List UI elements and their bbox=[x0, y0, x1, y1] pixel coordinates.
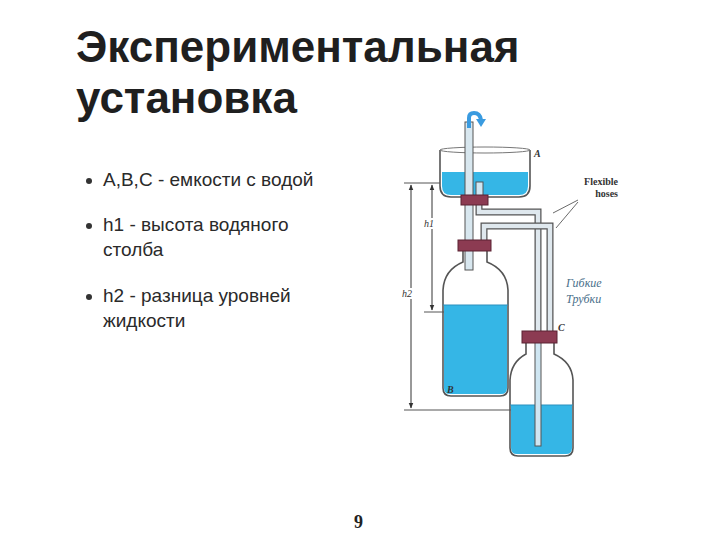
inner-tube bbox=[476, 182, 483, 196]
outflow-arrowhead bbox=[476, 119, 486, 127]
bottle-b bbox=[443, 250, 508, 396]
dimension-label: h1 bbox=[423, 218, 435, 229]
extension-line bbox=[424, 312, 444, 313]
page-number: 9 bbox=[354, 512, 363, 533]
bullet-text: h2 - разница уровней жидкости bbox=[103, 284, 335, 333]
part-label: B bbox=[447, 384, 467, 395]
stopper bbox=[458, 240, 491, 251]
bullet-text: h1 - высота водяного столба bbox=[103, 213, 335, 262]
bullet-dot bbox=[86, 178, 92, 184]
extension-line bbox=[404, 410, 512, 411]
leader-line bbox=[556, 202, 578, 228]
stopper bbox=[461, 195, 488, 205]
stopper bbox=[522, 331, 557, 343]
callout-label: Flexible hoses bbox=[568, 176, 618, 199]
container-a bbox=[440, 150, 530, 197]
part-label: A bbox=[534, 148, 554, 159]
callout-label: Гибкие Трубки bbox=[566, 276, 618, 307]
inner-tube bbox=[535, 340, 541, 446]
dimension-line bbox=[432, 185, 433, 310]
extension-line bbox=[404, 183, 440, 184]
part-label: C bbox=[558, 322, 578, 333]
bullet-dot bbox=[86, 294, 92, 300]
dimension-label: h2 bbox=[401, 288, 413, 299]
bullet-text: A,B,C - емкости с водой bbox=[103, 168, 393, 193]
water-level bbox=[443, 305, 508, 306]
water bbox=[444, 305, 507, 394]
slide-title: Экспериментальная установка bbox=[76, 22, 596, 123]
bullet-dot bbox=[86, 223, 92, 229]
container-rim bbox=[440, 147, 530, 153]
water bbox=[442, 172, 528, 195]
